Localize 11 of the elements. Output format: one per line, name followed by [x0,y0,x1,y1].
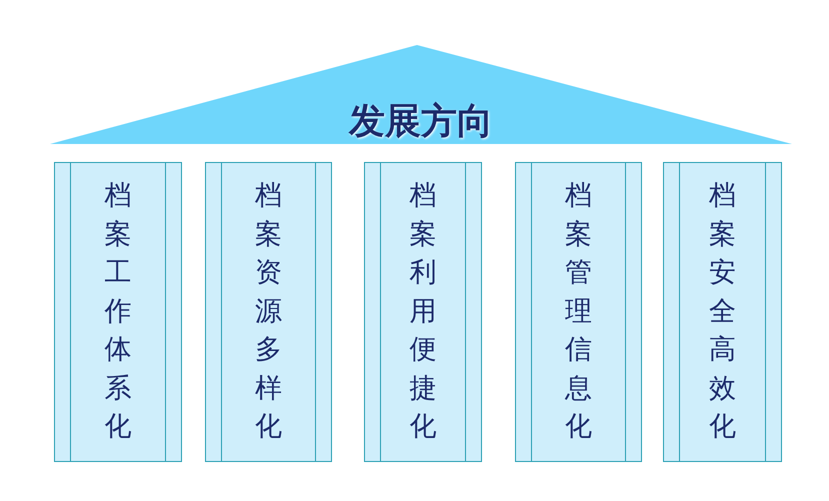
pillar-box [364,162,482,462]
pillar-box [54,162,182,462]
pillar-box [205,162,332,462]
pillar-label: 档案资源多样化 [254,179,282,444]
pillar-label: 档案管理信息化 [564,179,592,444]
pillar-label: 档案利用便捷化 [409,179,437,444]
pillar-box [515,162,642,462]
roof-title: 发展方向 [348,100,494,144]
pillar-label: 档案工作体系化 [104,179,132,444]
pillar-label: 档案安全高效化 [708,179,736,444]
pillar-box [663,162,782,462]
